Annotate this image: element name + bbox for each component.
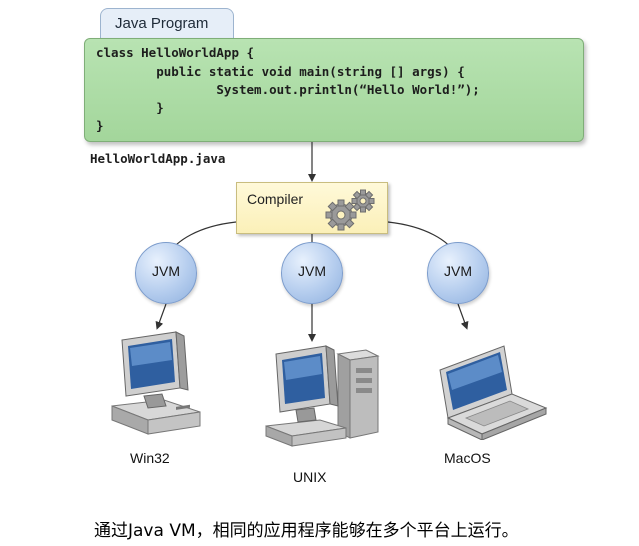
jvm-node-unix: JVM (281, 242, 343, 304)
java-program-tab: Java Program (100, 8, 234, 38)
compiler-label: Compiler (247, 191, 304, 207)
code-line: public static void main(string [] args) … (96, 64, 465, 79)
platform-label-unix: UNIX (293, 469, 327, 485)
jvm-node-win32: JVM (135, 242, 197, 304)
source-file-name: HelloWorldApp.java (90, 151, 226, 166)
java-program-tab-label: Java Program (115, 15, 209, 32)
code-line: } (96, 118, 104, 133)
code-line: System.out.println(“Hello World!”); (96, 82, 480, 97)
workstation-tower-icon (265, 345, 380, 447)
platform-label-macos: MacOS (444, 450, 491, 466)
desktop-computer-icon (111, 331, 201, 435)
compiler-box: Compiler (236, 182, 388, 234)
figure-caption: 通过Java VM，相同的应用程序能够在多个平台上运行。 (94, 521, 519, 541)
code-box: class HelloWorldApp { public static void… (84, 38, 584, 142)
jvm-node-macos: JVM (427, 242, 489, 304)
arrow-jvm-to-win32 (155, 303, 167, 330)
code-line: } (96, 100, 164, 115)
code-line: class HelloWorldApp { (96, 45, 255, 60)
platform-label-win32: Win32 (130, 450, 170, 466)
gears-icon (325, 189, 375, 231)
jvm-label: JVM (152, 263, 180, 279)
arrow-jvm-to-macos (457, 303, 469, 330)
jvm-label: JVM (298, 263, 326, 279)
jvm-label: JVM (444, 263, 472, 279)
laptop-icon (439, 345, 548, 440)
